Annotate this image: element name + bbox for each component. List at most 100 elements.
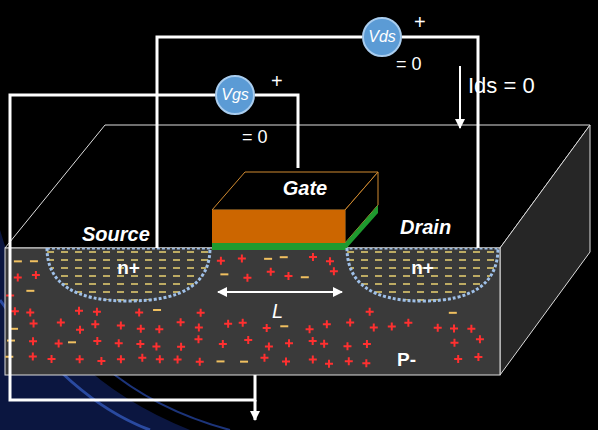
source-name: Vds — [368, 28, 396, 46]
terminal-name: Drain — [400, 216, 451, 238]
positive-charge — [454, 355, 462, 363]
positive-charge — [138, 354, 146, 362]
positive-charge — [137, 325, 145, 333]
positive-charge — [11, 307, 19, 315]
positive-charge — [343, 342, 351, 350]
positive-charge — [91, 320, 99, 328]
current-label: Ids = 0 — [468, 74, 535, 98]
positive-charge — [309, 253, 317, 261]
gate-electrode: Gate — [212, 168, 380, 252]
positive-charge — [75, 307, 83, 315]
positive-charge — [224, 320, 232, 328]
positive-charge — [370, 324, 378, 332]
n-plus-region: n+ — [45, 248, 212, 304]
source-name: Vgs — [221, 86, 249, 104]
doping-label: P- — [397, 349, 416, 371]
positive-charge — [309, 356, 317, 364]
negative-charge — [264, 258, 272, 260]
current-arrow — [459, 66, 461, 128]
positive-charge — [320, 340, 328, 348]
positive-charge — [474, 353, 482, 361]
length-arrow — [218, 291, 342, 293]
positive-charge — [194, 335, 202, 343]
positive-charge — [265, 343, 273, 351]
positive-charge — [243, 274, 251, 282]
polarity-sign: + — [271, 70, 283, 92]
positive-charge — [244, 336, 252, 344]
positive-charge — [366, 308, 374, 316]
positive-charge — [174, 356, 182, 364]
positive-charge — [450, 339, 458, 347]
voltage-source: Vgs — [215, 75, 255, 115]
positive-charge — [115, 339, 123, 347]
positive-charge — [362, 359, 370, 367]
dimension-label: L — [272, 300, 283, 322]
positive-charge — [450, 325, 458, 333]
negative-charge — [14, 260, 22, 262]
terminal-name: Source — [80, 223, 152, 245]
positive-charge — [284, 272, 292, 280]
positive-charge — [155, 325, 163, 333]
positive-charge — [76, 355, 84, 363]
positive-charge — [285, 339, 293, 347]
positive-charge — [48, 355, 56, 363]
positive-charge — [32, 271, 40, 279]
wire — [157, 37, 362, 248]
terminal-name: Gate — [283, 177, 327, 200]
positive-charge — [76, 326, 84, 334]
value-label: = 0 — [242, 128, 268, 148]
ground-arrow — [254, 400, 257, 420]
positive-charge — [217, 257, 225, 265]
positive-charge — [197, 309, 205, 317]
negative-charge — [217, 360, 225, 362]
positive-charge — [117, 322, 125, 330]
positive-charge — [282, 357, 290, 365]
positive-charge — [29, 337, 37, 345]
positive-charge — [196, 358, 204, 366]
negative-charge — [301, 276, 309, 278]
positive-charge — [263, 324, 271, 332]
positive-charge — [30, 319, 38, 327]
positive-charge — [309, 337, 317, 345]
positive-charge — [238, 254, 246, 262]
positive-charge — [219, 340, 227, 348]
positive-charge — [195, 323, 203, 331]
positive-charge — [388, 322, 396, 330]
positive-charge — [55, 340, 63, 348]
negative-charge — [153, 309, 161, 311]
positive-charge — [136, 340, 144, 348]
positive-charge — [346, 319, 354, 327]
positive-charge — [476, 335, 484, 343]
positive-charge — [152, 343, 160, 351]
positive-charge — [26, 308, 34, 316]
positive-charge — [323, 320, 331, 328]
positive-charge — [404, 319, 412, 327]
doping-label: n+ — [117, 257, 140, 279]
voltage-source: Vds — [362, 17, 402, 57]
positive-charge — [325, 360, 333, 368]
negative-charge — [68, 341, 76, 343]
positive-charge — [14, 273, 22, 281]
n-plus-region: n+ — [345, 248, 500, 304]
positive-charge — [363, 340, 371, 348]
substrate-side-face — [500, 125, 590, 375]
positive-charge — [434, 324, 442, 332]
positive-charge — [93, 308, 101, 316]
negative-charge — [30, 260, 38, 262]
positive-charge — [29, 353, 37, 361]
positive-charge — [93, 337, 101, 345]
positive-charge — [117, 355, 125, 363]
positive-charge — [260, 354, 268, 362]
positive-charge — [177, 343, 185, 351]
positive-charge — [239, 319, 247, 327]
positive-charge — [156, 355, 164, 363]
polarity-sign: + — [414, 11, 426, 33]
positive-charge — [57, 319, 65, 327]
doping-label: n+ — [411, 257, 434, 279]
positive-charge — [306, 325, 314, 333]
p-substrate: P-n+ n+ — [5, 248, 500, 375]
positive-charge — [326, 257, 334, 265]
positive-charge — [267, 268, 275, 276]
positive-charge — [345, 357, 353, 365]
negative-charge — [449, 312, 457, 314]
